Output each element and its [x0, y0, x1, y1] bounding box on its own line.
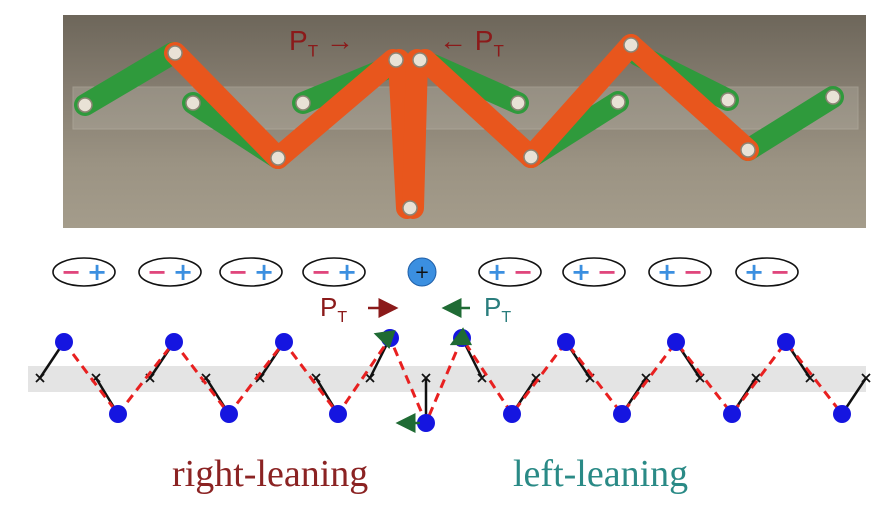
dipole-left-2: −+ [138, 257, 202, 287]
force-arrows [373, 327, 473, 433]
linkage-photo-drawing [72, 34, 859, 219]
pt-left-label: PT [320, 292, 347, 326]
dipole-left-1: −+ [52, 257, 116, 287]
minus-sign: − [513, 258, 533, 286]
plus-sign: + [87, 258, 107, 286]
dipole-left-3: −+ [219, 257, 283, 287]
dipole-right-1: +− [478, 257, 542, 287]
minus-sign: − [311, 258, 331, 286]
orange-bars [164, 34, 759, 219]
red-dashed-chain [62, 334, 844, 427]
center-charge-sign: + [414, 262, 429, 283]
linkage-photo: PT → ← PT [63, 15, 866, 228]
minus-sign: − [683, 258, 703, 286]
plus-sign: + [337, 258, 357, 286]
dipole-right-4: +− [735, 257, 799, 287]
plus-sign: + [657, 258, 677, 286]
minus-sign: − [147, 258, 167, 286]
dipole-right-3: +− [648, 257, 712, 287]
minus-sign: − [61, 258, 81, 286]
pivot-pins [77, 37, 841, 216]
minus-sign: − [770, 258, 790, 286]
pt-right-label: PT [484, 292, 511, 326]
dipole-right-2: +− [562, 257, 626, 287]
plus-sign: + [744, 258, 764, 286]
photo-pt-right-label: ← PT [439, 25, 504, 61]
photo-pt-left-label: PT → [289, 25, 354, 61]
plus-sign: + [173, 258, 193, 286]
minus-sign: − [228, 258, 248, 286]
minus-sign: − [597, 258, 617, 286]
dipole-left-4: −+ [302, 257, 366, 287]
plus-sign: + [254, 258, 274, 286]
linkage-diagram: −+−+−+−++−+−+−+− + [28, 257, 871, 433]
right-leaning-caption: right-leaning [172, 453, 369, 495]
left-leaning-caption: left-leaning [513, 453, 689, 495]
plus-sign: + [571, 258, 591, 286]
plus-sign: + [487, 258, 507, 286]
center-charge-icon [407, 257, 437, 287]
dipole-row: −+−+−+−++−+−+−+− [52, 257, 799, 287]
